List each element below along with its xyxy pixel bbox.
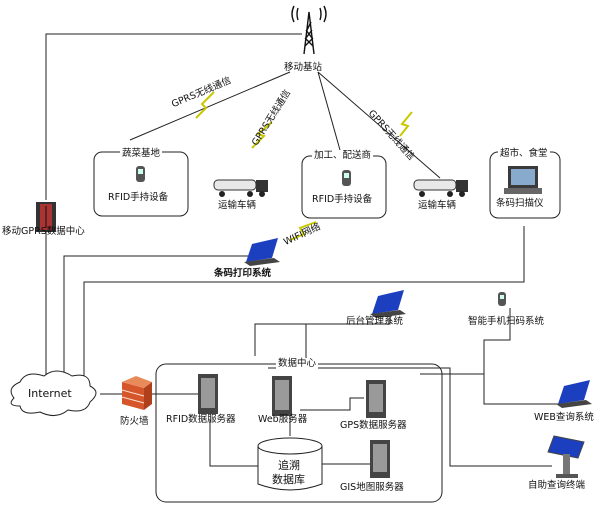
database-label-line2: 数据库 xyxy=(272,473,305,486)
base-station-label: 移动基站 xyxy=(284,62,323,73)
laptop-icon xyxy=(244,238,280,266)
kiosk-label: 自助查询终端 xyxy=(528,480,586,491)
processor-device-label: RFID手持设备 xyxy=(312,194,373,205)
scanner-label: 条码扫描仪 xyxy=(496,198,544,209)
internet-label: Internet xyxy=(28,387,72,400)
processor-label: 加工、配送商 xyxy=(312,150,374,161)
database-icon xyxy=(257,437,323,491)
laptop-icon xyxy=(556,380,592,408)
server-icon xyxy=(198,374,218,414)
gprs-center-label: 移动GPRS数据中心 xyxy=(2,226,85,237)
gps-server-label: GPS数据服务器 xyxy=(340,420,407,431)
backend-label: 后台管理系统 xyxy=(346,316,404,327)
market-label: 超市、食堂 xyxy=(498,148,550,159)
kiosk-icon xyxy=(547,435,585,478)
truck-icon xyxy=(213,179,268,197)
laptop-icon xyxy=(370,290,406,318)
phone-scan-label: 智能手机扫码系统 xyxy=(468,316,545,327)
firewall-icon xyxy=(121,376,152,410)
tower-icon xyxy=(291,5,327,55)
barcode-print-label: 条码打印系统 xyxy=(214,268,272,279)
internet-cloud-icon xyxy=(10,370,97,416)
gis-server-label: GIS地图服务器 xyxy=(340,482,404,493)
web-server-label: Web服务器 xyxy=(258,414,308,425)
barcode-scanner-icon xyxy=(504,166,542,194)
processor-box xyxy=(301,155,387,219)
wireless-links xyxy=(195,91,413,241)
web-query-label: WEB查询系统 xyxy=(534,412,594,423)
farm-device-label: RFID手持设备 xyxy=(108,192,169,203)
smartphone-icon xyxy=(498,292,506,306)
gprs-server-icon xyxy=(36,202,56,232)
rfid-server-label: RFID数据服务器 xyxy=(166,414,236,425)
database-label-line1: 追溯 xyxy=(278,459,300,472)
datacenter-label: 数据中心 xyxy=(276,358,319,369)
truck2-label: 运输车辆 xyxy=(418,200,457,211)
farm-label: 蔬菜基地 xyxy=(120,148,163,159)
firewall-label: 防火墙 xyxy=(120,416,149,427)
truck1-label: 运输车辆 xyxy=(218,200,257,211)
farm-box xyxy=(93,151,189,217)
server-icon xyxy=(370,440,390,478)
truck-icon xyxy=(413,179,468,197)
server-icon xyxy=(366,380,386,418)
rfid-handheld-icon xyxy=(136,166,145,182)
server-icon xyxy=(272,376,292,416)
rfid-handheld-icon xyxy=(342,170,351,186)
